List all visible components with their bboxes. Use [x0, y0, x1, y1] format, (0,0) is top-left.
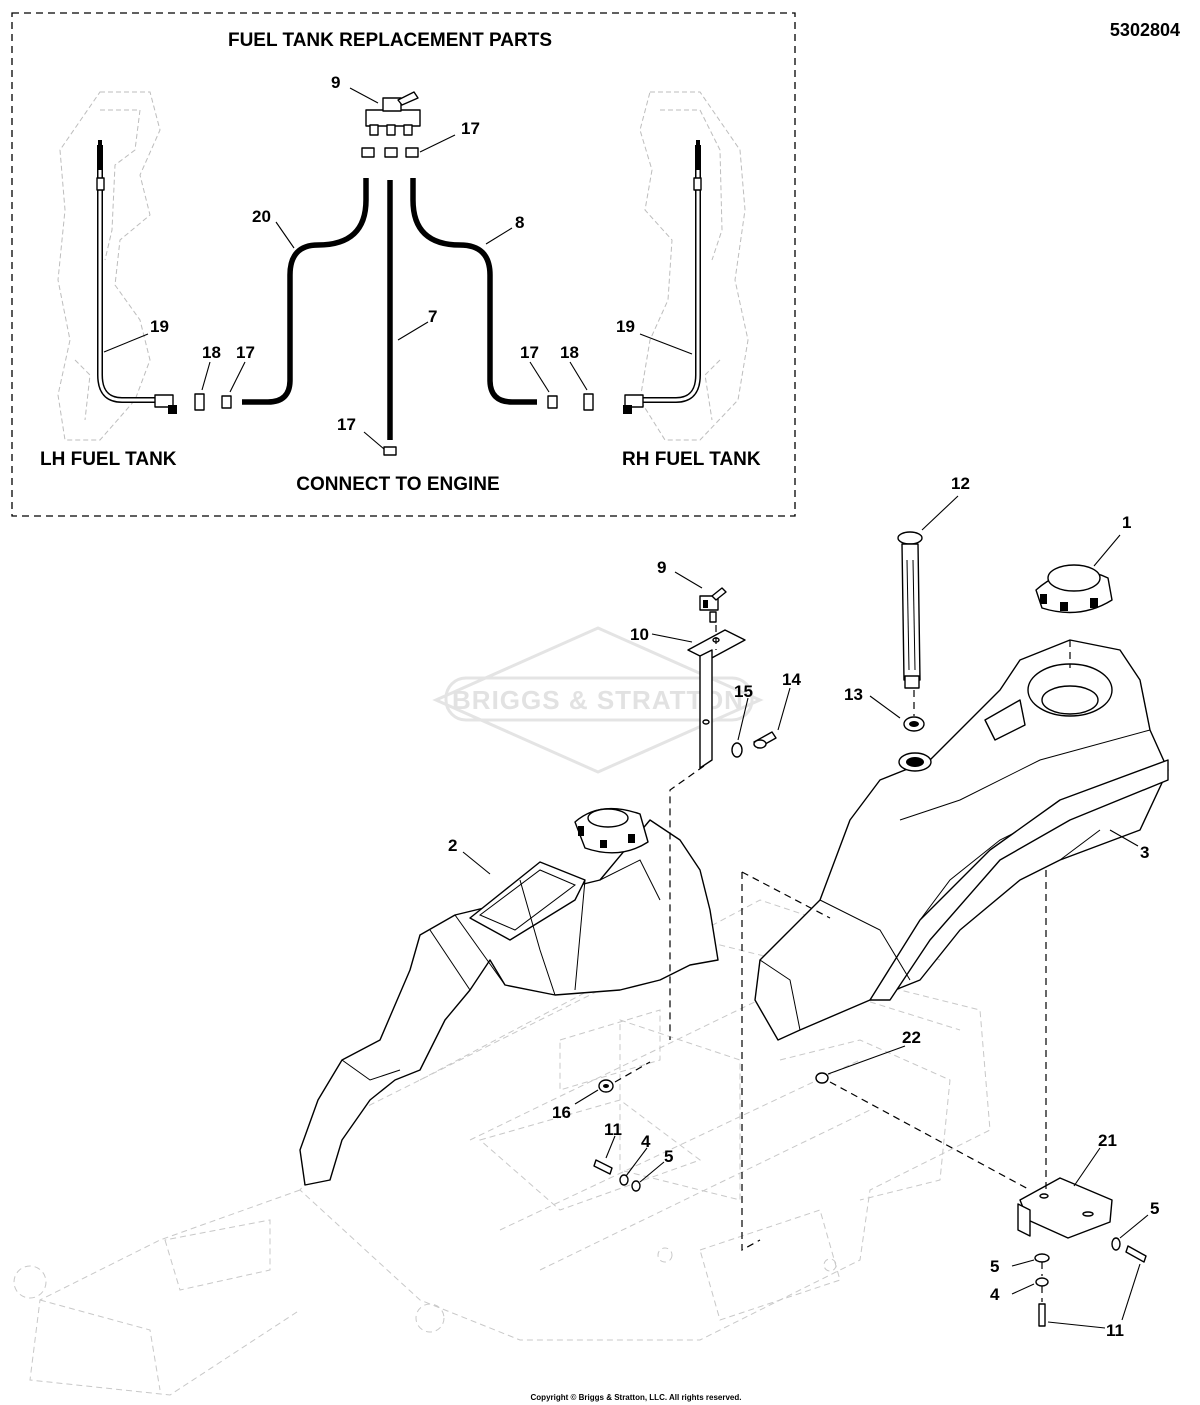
fuel-gauge [897, 531, 923, 689]
callout-inset-clamp-bottom: 17 [337, 415, 356, 434]
callout-screw-11-right: 11 [1106, 1321, 1124, 1340]
rh-fuel-line [623, 140, 702, 414]
callout-washer-4-right: 4 [990, 1285, 1000, 1304]
rh-fuel-tank-label: RH FUEL TANK [622, 449, 761, 470]
callout-nut-16: 16 [552, 1103, 571, 1122]
callout-inset-fitting-left: 18 [202, 343, 221, 362]
callout-inset-hose-left: 20 [252, 207, 271, 226]
inset-fitting-left [194, 393, 205, 411]
inset-fitting-right [583, 393, 594, 411]
grommet [903, 716, 925, 732]
hose-8 [410, 178, 537, 405]
inset-leader-lines [103, 87, 693, 450]
tank-bracket-21 [1017, 1177, 1113, 1239]
callout-screw-11-left: 11 [604, 1120, 622, 1139]
callout-inset-hose-center: 7 [428, 307, 437, 326]
callout-inset-fuel-line-right: 19 [616, 317, 635, 336]
rh-tank-ghost-outline [639, 91, 749, 441]
lh-fuel-tank [299, 807, 719, 1186]
callout-rh-tank: 3 [1140, 843, 1149, 862]
callout-washer-5-right: 5 [990, 1257, 999, 1276]
inset-title: FUEL TANK REPLACEMENT PARTS [228, 30, 552, 51]
inset-clamp-left [221, 395, 232, 409]
callout-inset-clamp-right: 17 [520, 343, 539, 362]
replacement-parts-inset: FUEL TANK REPLACEMENT PARTS [11, 12, 796, 517]
valve-bracket [687, 629, 746, 769]
callout-nut-22: 22 [902, 1028, 921, 1047]
callout-inset-fitting-right: 18 [560, 343, 579, 362]
washer-screw-14-15 [731, 731, 777, 758]
inset-clamp-bottom [383, 446, 397, 456]
callout-gauge: 12 [951, 474, 970, 493]
callout-cap: 1 [1122, 513, 1131, 532]
callout-washer-4-left: 4 [641, 1132, 651, 1151]
copyright-notice: Copyright © Briggs & Stratton, LLC. All … [531, 1393, 742, 1402]
inset-border [11, 12, 796, 517]
inset-clamp-right [547, 395, 558, 409]
callout-inset-hose-right: 8 [515, 213, 524, 232]
callout-screw-14: 14 [782, 670, 801, 689]
callout-bracket: 10 [630, 625, 649, 644]
assembly-alignment-lines [614, 625, 1071, 1302]
main-leader-lines [462, 495, 1149, 1329]
document-number: 5302804 [1110, 20, 1180, 40]
lh-tank-ghost-outline [57, 91, 161, 441]
callout-washer-5-left: 5 [664, 1147, 673, 1166]
callout-inset-clamp-left: 17 [236, 343, 255, 362]
mower-chassis-ghost [13, 899, 991, 1396]
nut-22 [815, 1072, 829, 1084]
connect-to-engine-label: CONNECT TO ENGINE [296, 474, 499, 495]
hose-20 [242, 178, 369, 405]
callout-lh-tank: 2 [448, 836, 457, 855]
shutoff-valve [699, 587, 727, 623]
callout-inset-fuel-line-left: 19 [150, 317, 169, 336]
callout-washer-15: 15 [734, 682, 753, 701]
inset-top-clamps [361, 147, 419, 158]
hardware-11-4-5-right [1034, 1237, 1147, 1327]
callout-washer-5-right-top: 5 [1150, 1199, 1159, 1218]
callout-inset-valve: 9 [331, 73, 340, 92]
fuel-cap [1035, 564, 1113, 614]
callout-bracket-21: 21 [1098, 1131, 1117, 1150]
inset-shutoff-valve [365, 91, 421, 136]
lh-fuel-line [96, 140, 177, 414]
callout-inset-clamps-top: 17 [461, 119, 480, 138]
hardware-11-4-5-left [593, 1159, 641, 1192]
rh-fuel-tank [754, 639, 1169, 1041]
lh-fuel-tank-label: LH FUEL TANK [40, 449, 177, 470]
callout-grommet: 13 [844, 685, 863, 704]
watermark-text: BRIGGS & STRATTON [452, 685, 744, 715]
nut-16 [598, 1079, 614, 1093]
callout-valve: 9 [657, 558, 666, 577]
